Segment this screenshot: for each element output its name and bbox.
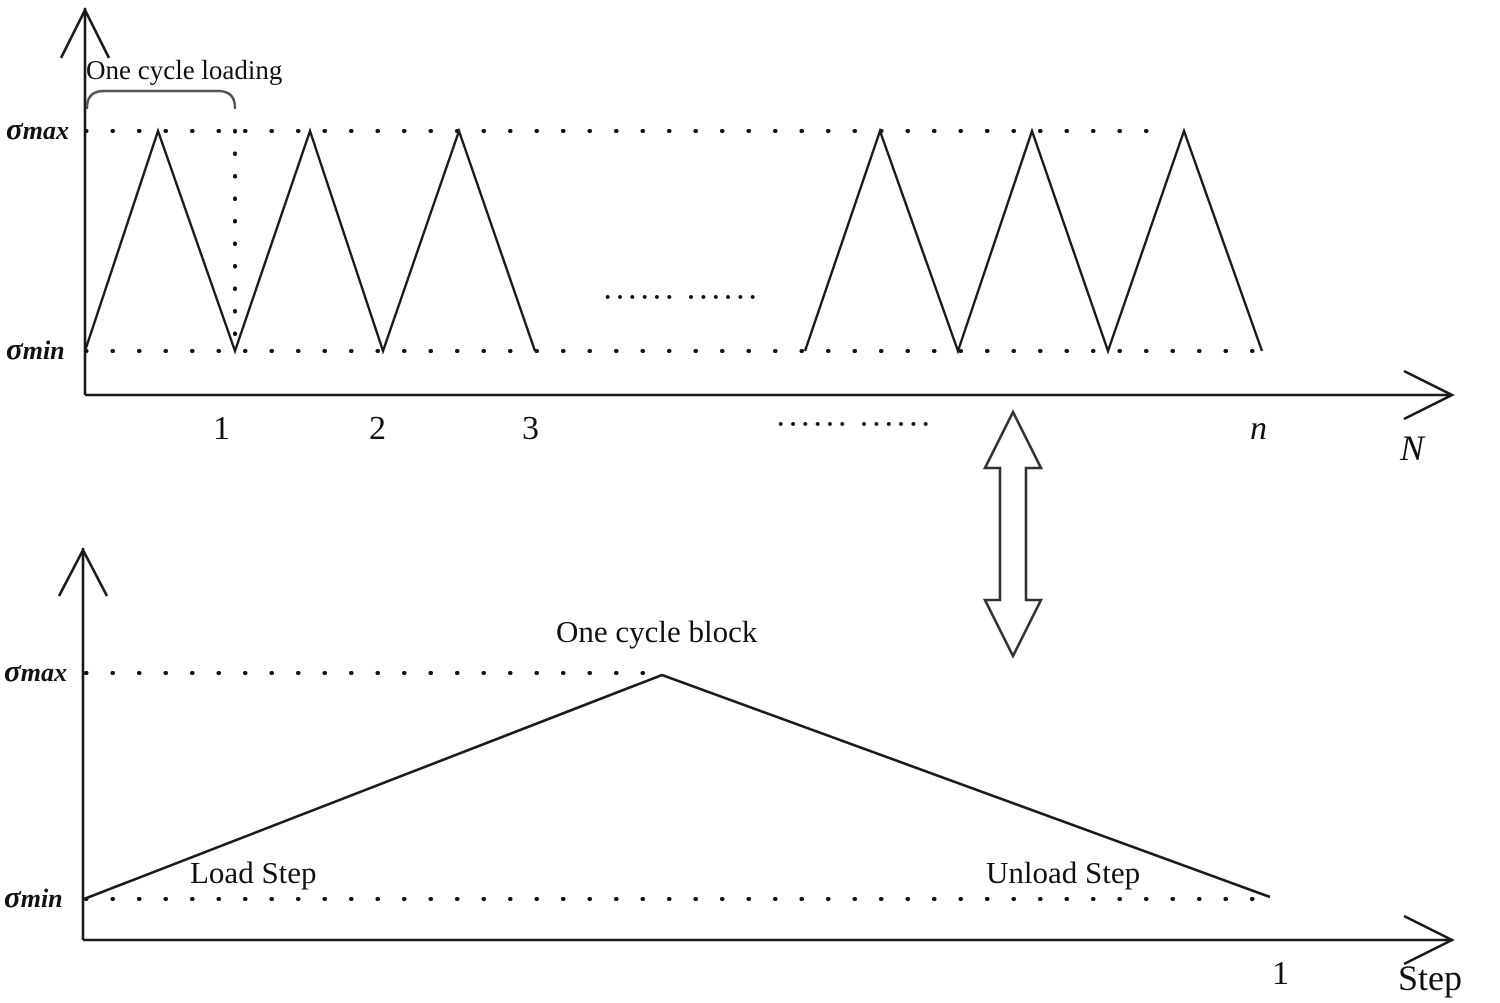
top-xtick-1: 1 — [213, 410, 230, 447]
unload-step-label: Unload Step — [986, 855, 1141, 890]
load-step-label: Load Step — [190, 855, 317, 890]
sigma-subscript: max — [22, 116, 69, 145]
one-cycle-loading-label: One cycle loading — [86, 55, 283, 85]
top-xtick-n: n — [1250, 410, 1267, 447]
sigma-subscript: max — [20, 658, 67, 687]
top-plot-ellipsis: ······ ······ — [602, 279, 760, 316]
bottom-x-axis-label: Step — [1398, 958, 1463, 998]
equivalence-double-arrow-group — [982, 409, 1044, 659]
equivalence-double-arrow — [982, 409, 1044, 659]
top-waveform-first-cycles — [83, 127, 537, 355]
top-xtick-3: 3 — [522, 410, 539, 447]
bottom-x-axis-arrowhead — [1403, 914, 1455, 966]
sigma-glyph: σ — [6, 331, 23, 366]
top-sigma-max-label: σmax — [6, 113, 69, 144]
bottom-y-axis-arrowhead — [57, 547, 109, 597]
top-chart-group — [59, 7, 1455, 421]
bottom-xtick-1: 1 — [1272, 955, 1289, 992]
bottom-sigma-min-label: σmin — [4, 881, 63, 912]
top-xtick-2: 2 — [369, 410, 386, 447]
bottom-sigma-max-label: σmax — [4, 655, 67, 686]
one-cycle-loading-bracket — [85, 89, 237, 110]
sigma-subscript: min — [20, 884, 63, 913]
top-y-axis-arrowhead — [59, 7, 111, 59]
top-x-axis-label: N — [1400, 428, 1425, 468]
bottom-chart-group — [57, 547, 1455, 966]
top-x-axis-arrowhead — [1403, 369, 1455, 421]
sigma-glyph: σ — [6, 111, 23, 146]
sigma-glyph: σ — [4, 653, 21, 688]
one-cycle-block-label: One cycle block — [556, 614, 758, 649]
top-waveform-last-cycles — [803, 127, 1264, 355]
top-axis-ellipsis: ······ ······ — [775, 406, 933, 443]
bottom-load-unload-ramp — [83, 673, 1271, 901]
sigma-subscript: min — [22, 336, 65, 365]
sigma-glyph: σ — [4, 879, 21, 914]
top-sigma-min-label: σmin — [6, 333, 65, 364]
